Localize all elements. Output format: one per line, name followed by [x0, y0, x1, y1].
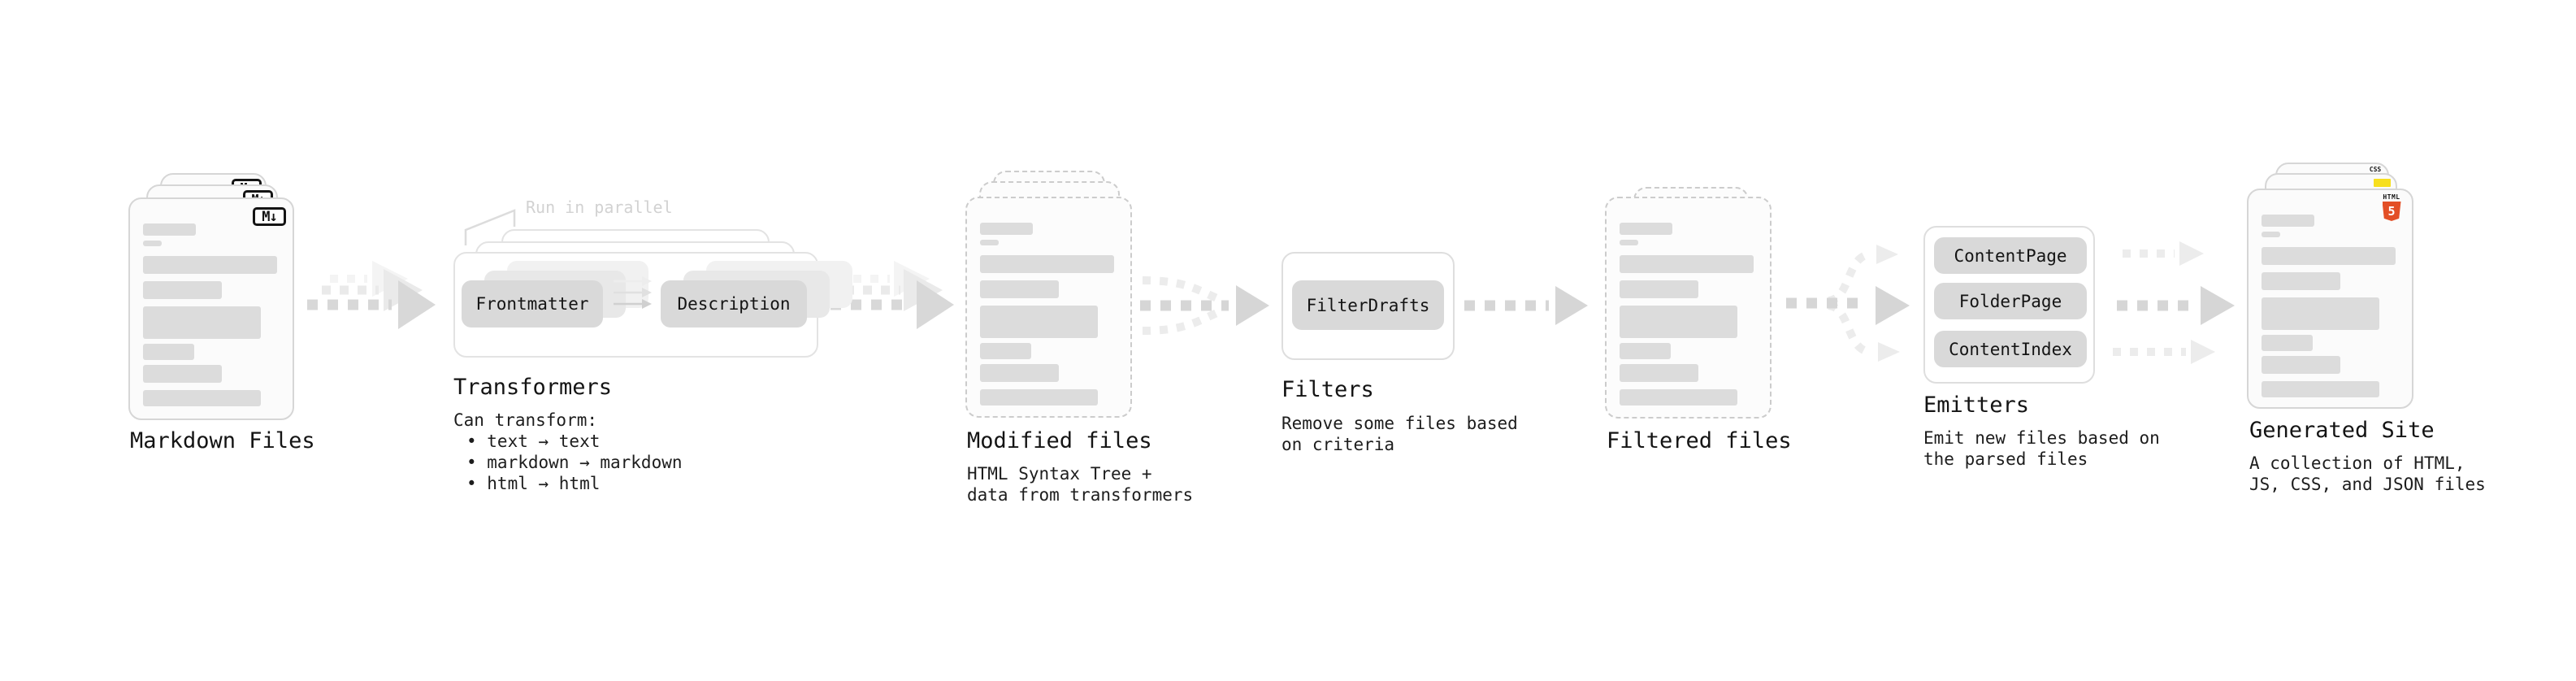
emitters-label: Emitters — [1923, 393, 2030, 418]
generated-site-label: Generated Site — [2249, 418, 2435, 443]
content-line-bar — [1620, 280, 1698, 298]
content-line-bar — [1620, 343, 1671, 359]
desc-line: Remove some files based — [1281, 414, 1518, 433]
markdown-files-label: Markdown Files — [130, 428, 315, 453]
arrow-emitters-to-generated — [2113, 241, 2235, 364]
content-line-bar — [143, 241, 162, 246]
content-line-bar — [1620, 306, 1737, 338]
bullet-item: • markdown → markdown — [466, 453, 683, 472]
transformers-desc-heading: Can transform: — [453, 410, 598, 430]
arrow-modified-to-filters — [1140, 276, 1269, 335]
contentpage-pill: ContentPage — [1934, 237, 2087, 274]
parallel-transform-arrows — [614, 276, 652, 309]
document-content-lines — [980, 223, 1114, 406]
content-line-bar — [980, 364, 1059, 382]
arrow-transformers-to-modified — [830, 261, 954, 329]
content-line-bar — [143, 344, 194, 360]
content-line-bar — [1620, 389, 1737, 406]
desc-line: HTML Syntax Tree + — [967, 464, 1152, 484]
description-pill: Description — [661, 280, 807, 327]
bullet-item: • html → html — [466, 474, 601, 493]
content-line-bar — [2262, 247, 2396, 265]
arrow-markdown-to-transformers — [307, 261, 436, 329]
markdown-icon: M↓ — [253, 207, 286, 226]
html5-icon: HTML 5 — [2382, 193, 2401, 221]
bullet-item: • text → text — [466, 432, 601, 451]
filters-label: Filters — [1281, 377, 1374, 402]
generated-site-description: A collection of HTML, JS, CSS, and JSON … — [2249, 453, 2486, 495]
content-line-bar — [1620, 223, 1672, 235]
content-line-bar — [2262, 381, 2379, 397]
document-content-lines — [1620, 223, 1754, 406]
run-in-parallel-annotation: Run in parallel — [526, 197, 673, 217]
modified-file-card-front — [965, 197, 1132, 418]
modified-files-description: HTML Syntax Tree + data from transformer… — [967, 463, 1193, 505]
desc-line: Emit new files based on — [1923, 428, 2160, 448]
filterdrafts-pill: FilterDrafts — [1292, 280, 1444, 330]
folderpage-pill: FolderPage — [1934, 283, 2087, 319]
content-line-bar — [980, 343, 1031, 359]
desc-line: the parsed files — [1923, 449, 2088, 469]
content-line-bar — [1620, 255, 1754, 273]
filtered-files-label: Filtered files — [1607, 428, 1792, 453]
document-content-lines — [143, 223, 277, 406]
filtered-file-card-front — [1605, 197, 1772, 419]
transformers-bullet-list: • text → text • markdown → markdown • ht… — [453, 431, 683, 494]
content-line-bar — [2262, 297, 2379, 330]
content-line-bar — [143, 390, 261, 406]
html5-icon-shield: 5 — [2382, 202, 2401, 221]
document-content-lines — [2262, 215, 2396, 397]
content-line-bar — [1620, 240, 1638, 245]
emitters-description: Emit new files based on the parsed files — [1923, 427, 2160, 470]
javascript-icon — [2374, 179, 2391, 187]
html5-icon-text: HTML — [2383, 193, 2400, 201]
desc-line: data from transformers — [967, 485, 1194, 505]
contentindex-pill: ContentIndex — [1934, 331, 2087, 367]
content-line-bar — [143, 256, 277, 274]
arrow-filtered-to-emitters — [1786, 245, 1910, 362]
content-line-bar — [980, 240, 999, 245]
content-line-bar — [2262, 215, 2314, 227]
desc-line: on criteria — [1281, 435, 1395, 454]
content-line-bar — [2262, 356, 2340, 374]
transformers-label: Transformers — [453, 375, 613, 400]
arrow-filters-to-filtered — [1464, 286, 1588, 325]
content-line-bar — [143, 223, 196, 236]
content-line-bar — [980, 280, 1059, 298]
content-line-bar — [1620, 364, 1698, 382]
modified-files-label: Modified files — [967, 428, 1152, 453]
content-line-bar — [143, 365, 222, 383]
content-line-bar — [2262, 335, 2313, 351]
content-line-bar — [143, 281, 222, 299]
run-in-parallel-callout-line — [464, 209, 516, 245]
desc-line: A collection of HTML, — [2249, 453, 2465, 473]
css-icon-text: CSS — [2369, 166, 2382, 173]
markdown-file-card-front: M↓ — [128, 197, 294, 420]
content-line-bar — [143, 306, 261, 339]
content-line-bar — [980, 389, 1098, 406]
content-line-bar — [2262, 232, 2280, 237]
content-line-bar — [980, 223, 1033, 235]
desc-line: JS, CSS, and JSON files — [2249, 475, 2486, 494]
generated-file-card-html: HTML 5 — [2247, 189, 2413, 409]
frontmatter-pill: Frontmatter — [462, 280, 603, 327]
content-line-bar — [2262, 272, 2340, 290]
content-line-bar — [980, 306, 1098, 338]
content-line-bar — [980, 255, 1114, 273]
filters-description: Remove some files based on criteria — [1281, 413, 1518, 455]
transformers-description: Can transform: • text → text • markdown … — [453, 410, 683, 494]
